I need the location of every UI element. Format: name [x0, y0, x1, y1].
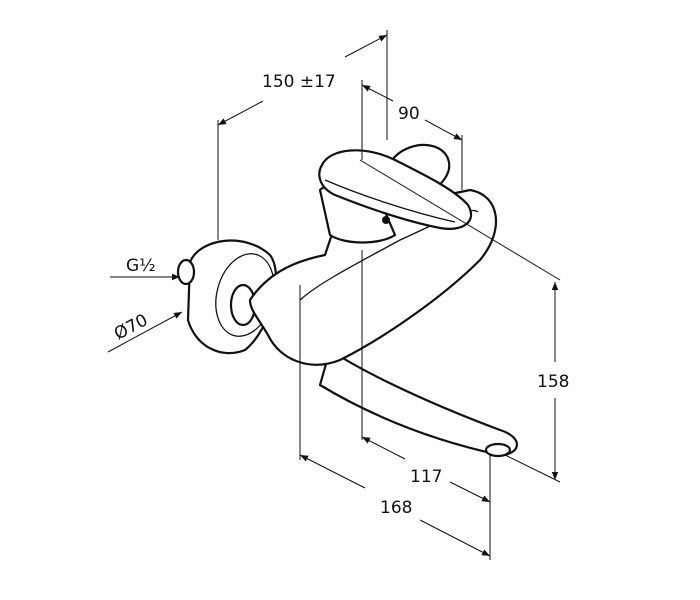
- dimension-lines: [107, 34, 559, 557]
- extension-lines: [217, 30, 561, 560]
- dimension-wall-distance: 150 ±17: [262, 72, 336, 92]
- dimension-height: 158: [537, 372, 569, 392]
- dimension-total-reach: 168: [380, 498, 412, 518]
- dimension-connection-thread: G½: [126, 256, 156, 276]
- dimension-spout-reach: 117: [410, 467, 442, 487]
- faucet-outline: [176, 143, 518, 458]
- dimension-lever-offset: 90: [398, 104, 420, 124]
